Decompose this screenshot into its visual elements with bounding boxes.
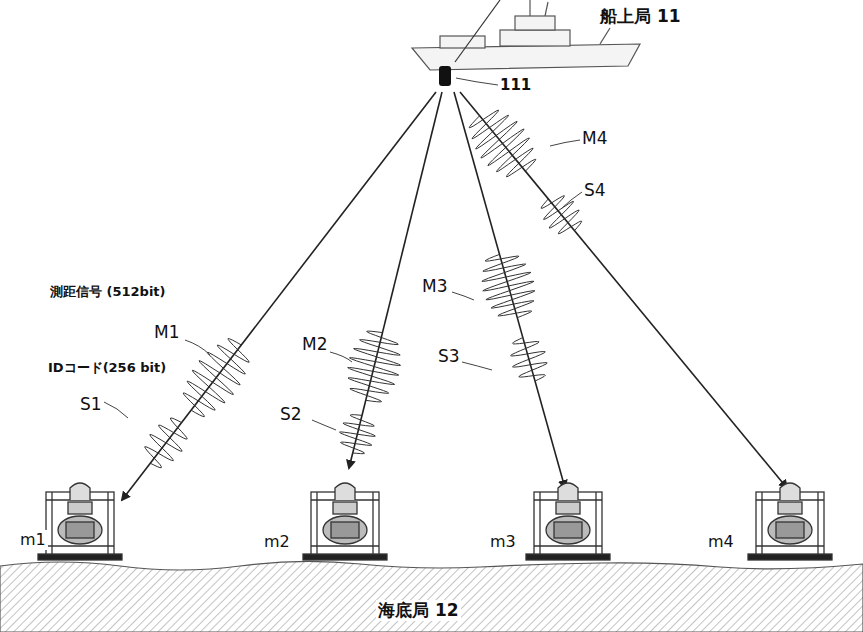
acoustic-path xyxy=(460,92,787,488)
wave-packet xyxy=(348,331,401,402)
acoustic-path xyxy=(122,92,436,500)
wave-packet xyxy=(482,254,535,317)
signal-name: S3 xyxy=(436,346,462,367)
signal-name: S4 xyxy=(582,180,608,201)
signal-name: M3 xyxy=(420,276,449,297)
transducer xyxy=(439,66,451,86)
station-label: m3 xyxy=(488,532,518,552)
callout-number: 111 xyxy=(498,76,533,95)
wave-packet xyxy=(511,338,548,382)
seafloor-station xyxy=(748,483,832,560)
acoustic-path xyxy=(454,92,565,488)
leader-lines xyxy=(104,78,582,430)
signal-name: S2 xyxy=(278,404,304,425)
station-name: 船上局 11 xyxy=(598,6,683,27)
seafloor-station xyxy=(38,483,122,560)
signal-name: M1 xyxy=(152,322,181,343)
seafloor-station xyxy=(526,483,610,560)
signal-note: 測距信号 (512bit) xyxy=(48,284,168,300)
signal-name: M2 xyxy=(300,334,329,355)
station-label: m2 xyxy=(262,532,292,552)
signal-note: IDコード(256 bit) xyxy=(46,360,168,376)
station-label: m4 xyxy=(706,532,736,552)
signal-name: M4 xyxy=(580,128,609,149)
wave-packet xyxy=(145,418,188,468)
wave-packet xyxy=(340,415,376,454)
wave-packet xyxy=(541,196,582,234)
station-label: m1 xyxy=(18,530,48,550)
seabed xyxy=(0,561,863,632)
seafloor-station xyxy=(303,483,387,560)
signal-name: S1 xyxy=(78,394,104,415)
station-name: 海底局 12 xyxy=(376,600,461,621)
wave-packet xyxy=(469,110,536,177)
wave-packet xyxy=(183,339,249,417)
